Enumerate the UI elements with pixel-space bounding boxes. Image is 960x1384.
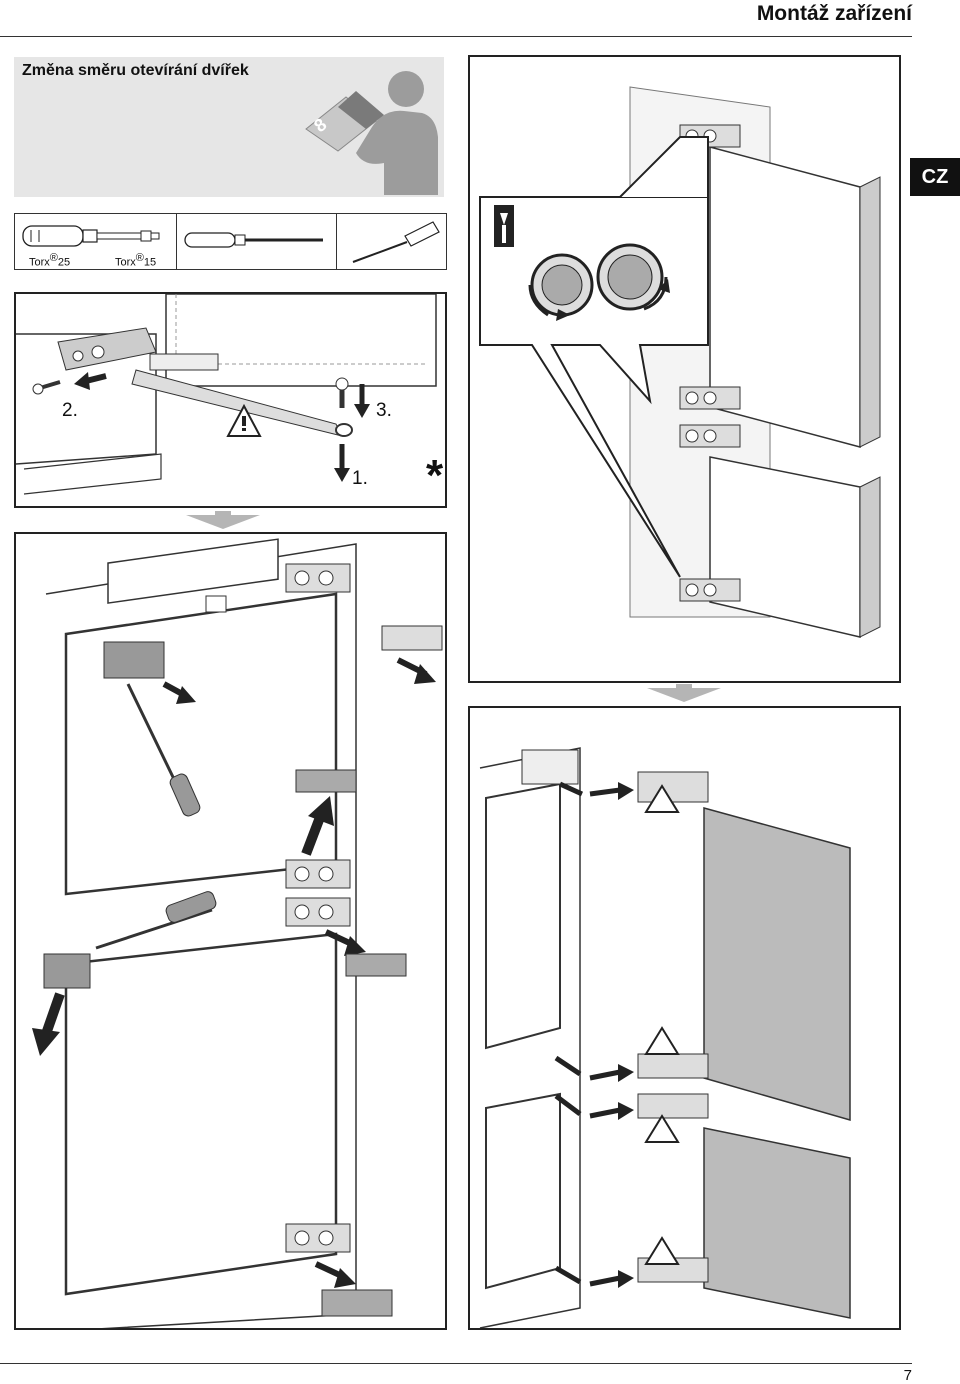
hinge-detail-illustration: [479, 86, 881, 638]
header-divider: [0, 36, 912, 37]
tools-row: Torx®25 Torx®15: [14, 213, 447, 270]
page-number: 7: [903, 1367, 912, 1384]
flow-arrow-stem-right: [676, 684, 692, 690]
door-mounting-illustration: [479, 747, 851, 1328]
illustration-panel-hinge-detail: [468, 55, 901, 683]
illustration-panel-remove-covers: [14, 532, 447, 1330]
illustration-panel-mount-doors: [468, 706, 901, 1330]
flat-screwdriver-icon: [184, 232, 323, 248]
read-manual-person-icon: 8: [305, 71, 438, 195]
cover-removal-illustration: [32, 538, 443, 1328]
language-tab: CZ: [910, 158, 960, 196]
damper-removal-illustration: *: [16, 294, 444, 500]
torx15-label: Torx®15: [115, 252, 157, 269]
torx-screwdriver-icon: [22, 225, 160, 247]
tool-cell-small-screwdriver: [337, 214, 448, 269]
tool-cell-flat-screwdriver: [177, 214, 337, 269]
flow-arrow-down-icon: [186, 515, 260, 529]
step-3-label: 3.: [376, 400, 392, 421]
section-title-box: 8: [14, 57, 444, 197]
section-title: Změna směru otevírání dvířek: [22, 62, 249, 79]
illustration-panel-step-remove: * 2. 3. 1.: [14, 292, 447, 508]
footer-divider: [0, 1363, 912, 1364]
torx25-label: Torx®25: [29, 252, 71, 269]
svg-text:*: *: [426, 451, 444, 500]
small-screwdriver-icon: [352, 221, 440, 263]
step-1-label: 1.: [352, 468, 368, 489]
step-2-label: 2.: [62, 400, 78, 421]
page-header-title: Montáž zařízení: [756, 2, 912, 25]
tool-cell-torx-screwdriver: Torx®25 Torx®15: [15, 214, 177, 269]
flow-arrow-stem: [215, 511, 231, 517]
flow-arrow-down-right-icon: [647, 688, 721, 702]
